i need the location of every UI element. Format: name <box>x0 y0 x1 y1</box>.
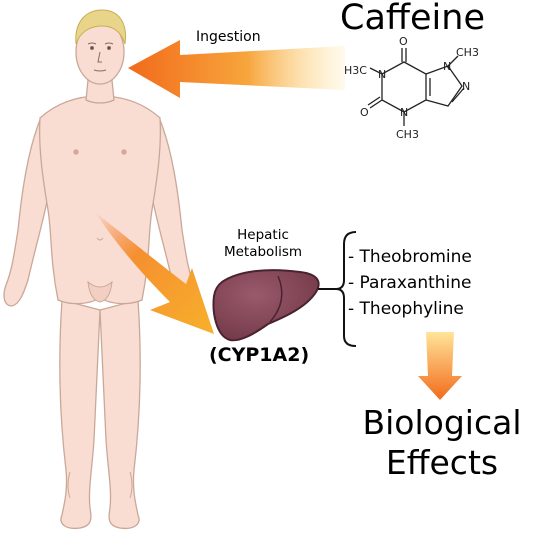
hepatic-metabolism-label: Hepatic Metabolism <box>213 227 313 261</box>
left-leg <box>59 299 101 530</box>
hepatic-label-line-2: Metabolism <box>223 244 303 260</box>
methyl-group-left: H3C <box>344 64 367 77</box>
methyl-group-bottom: CH3 <box>396 128 419 141</box>
metabolite-list: - Theobromine - Paraxanthine - Theophyli… <box>348 244 472 322</box>
oxygen-atom-left: O <box>360 106 369 119</box>
right-leg <box>99 299 141 530</box>
biological-effects-label: Biological Effects <box>352 403 532 483</box>
nitrogen-atom: N <box>443 60 451 73</box>
metabolite-item: - Theophyline <box>348 299 464 319</box>
ingestion-arrow <box>128 40 345 98</box>
neck <box>85 79 115 104</box>
liver <box>212 269 320 342</box>
metabolite-item: - Theobromine <box>348 247 472 267</box>
hair <box>75 9 127 45</box>
effects-arrow <box>418 332 462 400</box>
liver-fissure <box>269 275 283 323</box>
caffeine-molecule-structure <box>367 48 465 126</box>
body-details <box>67 149 133 499</box>
metabolite-item: - Paraxanthine <box>348 273 472 293</box>
face-details <box>87 42 114 72</box>
cyp1a2-enzyme-label: (CYP1A2) <box>209 344 310 366</box>
nitrogen-atom: N <box>400 106 408 119</box>
caffeine-title: Caffeine <box>340 0 485 38</box>
hepatic-label-line-1: Hepatic <box>237 227 289 243</box>
caffeine-molecule-atoms: O O CH3 H3C CH3 N N N N <box>344 35 479 141</box>
ingestion-label: Ingestion <box>196 29 261 45</box>
nitrogen-atom: N <box>378 68 386 81</box>
oxygen-atom-top: O <box>399 35 408 48</box>
metabolite-brace <box>335 231 357 347</box>
nitrogen-atom: N <box>462 80 470 93</box>
effects-label-line-2: Effects <box>385 443 499 482</box>
effects-label-line-1: Biological <box>362 403 522 442</box>
metabolism-arrow <box>95 212 214 334</box>
methyl-group-top: CH3 <box>456 46 479 59</box>
